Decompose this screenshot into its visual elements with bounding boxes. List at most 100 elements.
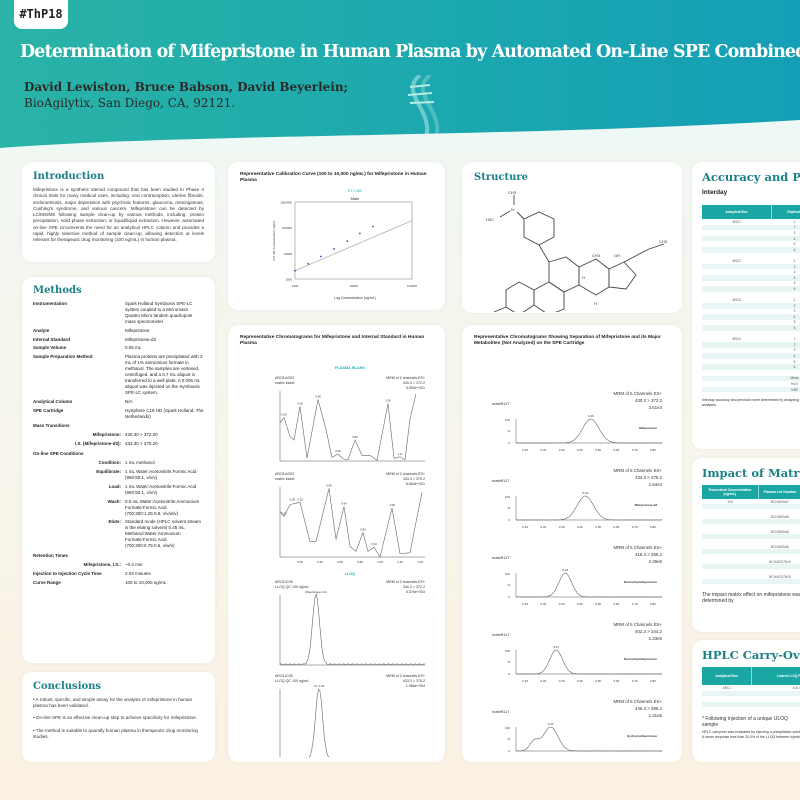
replicate-cell: 3 — [793, 348, 796, 353]
calibration-point — [333, 247, 335, 250]
method-label: Curve Range — [33, 579, 61, 585]
trace-channel: MRM of 2 channels,ES+ — [386, 376, 425, 380]
trace-channel: MRM of 5 Channels ES+ — [614, 391, 663, 396]
chromatogram-trace — [279, 488, 423, 558]
method-label: Injection to Injection Cycle Time — [33, 570, 102, 576]
trace-intensity: 6.564e+001 — [406, 482, 425, 486]
run-cell — [702, 246, 772, 253]
apex-label: 0.46 — [588, 414, 594, 418]
y-tick-label: 1000000 — [280, 201, 292, 205]
sample-name: matrix blank — [275, 477, 295, 481]
method-value: N/A — [125, 398, 133, 404]
spe-conditions-heading: On-line SPE Conditions — [33, 451, 84, 457]
trace-intensity: 1.966e+004 — [406, 684, 425, 688]
method-label: Load: — [108, 483, 121, 489]
x-tick-label: 0.10 — [522, 679, 528, 683]
run-cell — [702, 342, 772, 348]
summary-row: %RE11.0 — [702, 386, 800, 393]
x-tick-label: 0.20 — [540, 679, 546, 683]
x-tick-label: 0.30 — [559, 679, 565, 683]
peak-label: 0.94 — [371, 542, 377, 546]
structure-label: CH3 — [659, 239, 668, 244]
method-value: 430.30 > 372.20 — [125, 432, 158, 438]
poster-title: Determination of Mifepristone in Human P… — [20, 42, 800, 62]
x-tick-label: 0.50 — [595, 525, 601, 529]
chromatograms-card: Representative Chromatograms for Mifepri… — [228, 325, 445, 762]
carryover-footnote: * Following injection of a unique ULOQ s… — [702, 715, 788, 728]
matrix-effect-note: The impact matrix effect on mifepristone… — [702, 592, 800, 604]
apex-label: 0.43 — [582, 491, 588, 495]
trace-transition: 416.3 > 358.2 — [635, 552, 663, 557]
run-cell — [702, 314, 772, 320]
x-tick-label: 0.30 — [559, 756, 565, 757]
x-tick-label: 0.40 — [577, 756, 583, 757]
y-tick-label: % — [507, 583, 510, 587]
table-row — [702, 504, 800, 509]
x-tick-label: 0.20 — [297, 560, 303, 564]
header-wave — [0, 120, 800, 150]
table-row: 3107 — [702, 309, 800, 315]
calibration-point — [372, 225, 374, 228]
cell — [752, 707, 800, 713]
table-row: 2103 — [702, 263, 800, 270]
mifepristone-structure: CH3 N H3C OH CH3 CH3 H H O — [486, 190, 668, 312]
cell — [751, 701, 800, 708]
summary-row: %CV4.77 — [702, 381, 800, 387]
method-row: Injection to Injection Cycle Time 2.03 mi… — [33, 571, 204, 577]
column-header: Analytical Run — [702, 205, 772, 219]
replicate-cell: 5 — [793, 320, 796, 325]
peak-label: 0.28 — [297, 401, 303, 405]
calibration-title: Representative Calibration Curve (100 to… — [240, 172, 427, 183]
table-row: ARC2199.8 — [702, 258, 800, 264]
accuracy-subheading: Interday — [702, 189, 728, 196]
x-tick-label: 0.30 — [559, 448, 565, 452]
table-row: 6114 — [702, 364, 800, 371]
peak-label: 1.08 — [385, 399, 391, 403]
method-value: Mifepristone — [125, 327, 150, 333]
sample-id: ARO1rC05 — [275, 674, 293, 678]
method-label: Mifepristone, I.S.: — [83, 562, 121, 567]
matrix-effect-table: Theoretical Concentration (ng/mL)Plasma … — [702, 485, 800, 589]
table-row: ARC11104 — [702, 219, 800, 225]
structure-heading: Structure — [474, 172, 528, 183]
calibration-point — [358, 232, 361, 235]
method-label: Equilibrate: — [96, 469, 121, 475]
peak-label: 0.82 — [352, 435, 358, 439]
replicate-cell: 1 — [793, 337, 796, 342]
x-tick-label: 0.60 — [613, 525, 619, 529]
table-row — [702, 584, 800, 589]
structure-label: OH — [614, 253, 620, 258]
table-row — [702, 690, 800, 697]
y-tick-label: 100 — [505, 418, 510, 422]
replicate-cell: 5 — [793, 281, 796, 286]
fit-line — [294, 220, 413, 272]
table-row: 3107 — [702, 269, 800, 275]
x-tick-label: 0.60 — [337, 560, 343, 564]
method-row: Elute:Standard mode (HPLC solvent stream… — [33, 519, 204, 549]
table-row: 5117.7 — [702, 320, 800, 326]
conclusions-card: Conclusions • A robust, specific, and si… — [22, 672, 215, 762]
cell: 4,814 — [792, 685, 800, 690]
method-row: Mifepristone, I.S.:~0.4 min — [33, 562, 204, 568]
method-value: 2.03 minutes — [125, 570, 151, 576]
cell: BCH180N45 — [771, 514, 789, 519]
method-row: Condition:1 mL methanol — [33, 460, 204, 466]
table-row — [702, 519, 800, 524]
y-tick-label: 100 — [505, 495, 510, 499]
trace-channel: MRM of 5 Channels ES+ — [614, 545, 663, 550]
poster-number-badge: #ThP18 — [14, 0, 68, 29]
table-row: 3102 — [702, 348, 800, 354]
compound-label: Mifepristone-d3 — [635, 503, 658, 507]
replicate-cell: 5 — [793, 359, 796, 364]
method-row: I.S. (Mifepristone-d3):433.30 > 375.20 — [33, 441, 204, 447]
method-value: 1 mL Water:Acetonitrile:Formic Acid (950… — [125, 469, 197, 481]
replicate-cell: 5 — [793, 242, 796, 247]
trace-transition: 433.3 > 375.2 — [403, 679, 425, 683]
